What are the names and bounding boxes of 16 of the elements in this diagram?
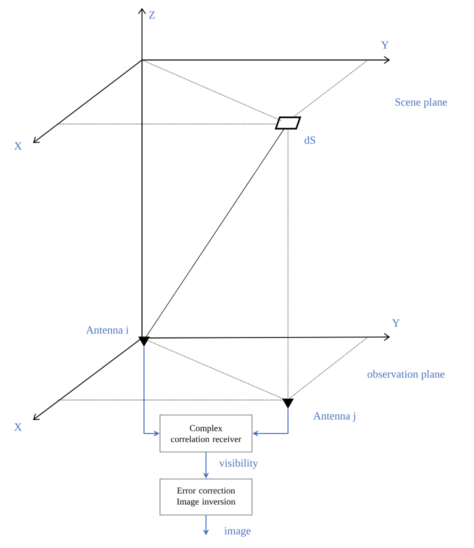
antenna-symbol <box>282 398 294 409</box>
axis-label: Y <box>381 41 389 49</box>
antenna-symbol <box>138 336 150 347</box>
axis-label: X <box>14 142 22 150</box>
plane-label: observation plane <box>368 370 444 380</box>
process-box: Complex correlation receiver <box>160 414 252 452</box>
axis-label: X <box>14 423 22 431</box>
edge-label: image <box>224 527 251 537</box>
antenna-label: Antenna i <box>86 326 129 334</box>
process-box: Error correction Image inversion <box>160 478 252 516</box>
axis-label: Y <box>392 319 400 327</box>
plane-label: Scene plane <box>395 98 447 108</box>
element-label: dS <box>304 136 316 144</box>
axis-label: Z <box>149 11 155 19</box>
edge-label: visibility <box>219 459 258 469</box>
antenna-label: Antenna j <box>313 412 356 422</box>
